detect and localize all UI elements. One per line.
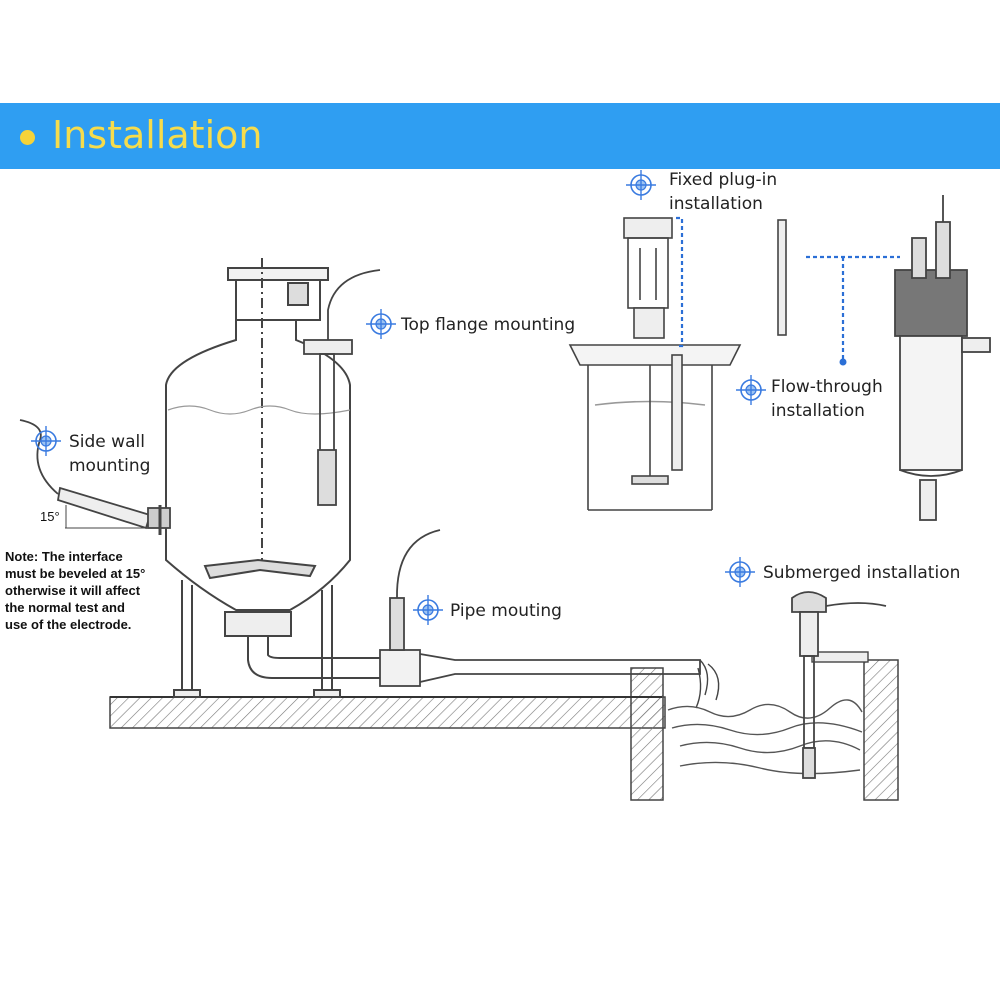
label-pipe: Pipe mouting	[450, 601, 562, 621]
target-marker-icon	[724, 556, 756, 588]
flow-through-cell	[894, 195, 991, 521]
target-marker-icon	[625, 169, 657, 201]
leader-lines	[676, 216, 900, 360]
top-flange-probe	[303, 269, 381, 506]
target-marker-icon	[412, 594, 444, 626]
label-flow-through: Flow-through installation	[771, 377, 883, 421]
label-side-wall: Side wall mounting	[69, 432, 151, 476]
target-marker-icon	[365, 308, 397, 340]
label-submerged: Submerged installation	[763, 563, 961, 583]
interface-note: Note: The interface must be beveled at 1…	[5, 549, 146, 632]
side-wall-probe	[19, 419, 171, 535]
pipe-line	[379, 529, 720, 709]
target-marker-icon	[30, 425, 62, 457]
water-pit	[667, 651, 869, 775]
submerged-probe	[791, 591, 887, 779]
target-marker-icon	[735, 374, 767, 406]
angle-label: 15°	[40, 509, 60, 524]
header-banner: Installation	[0, 103, 1000, 169]
label-fixed-plugin: Fixed plug-in installation	[669, 170, 778, 214]
bullet-icon	[20, 130, 35, 145]
fixed-plugin-reactor	[568, 217, 787, 511]
page-title: Installation	[52, 113, 263, 157]
label-top-flange: Top flange mounting	[401, 315, 576, 335]
ground-slab	[109, 659, 899, 801]
tank	[165, 258, 380, 698]
